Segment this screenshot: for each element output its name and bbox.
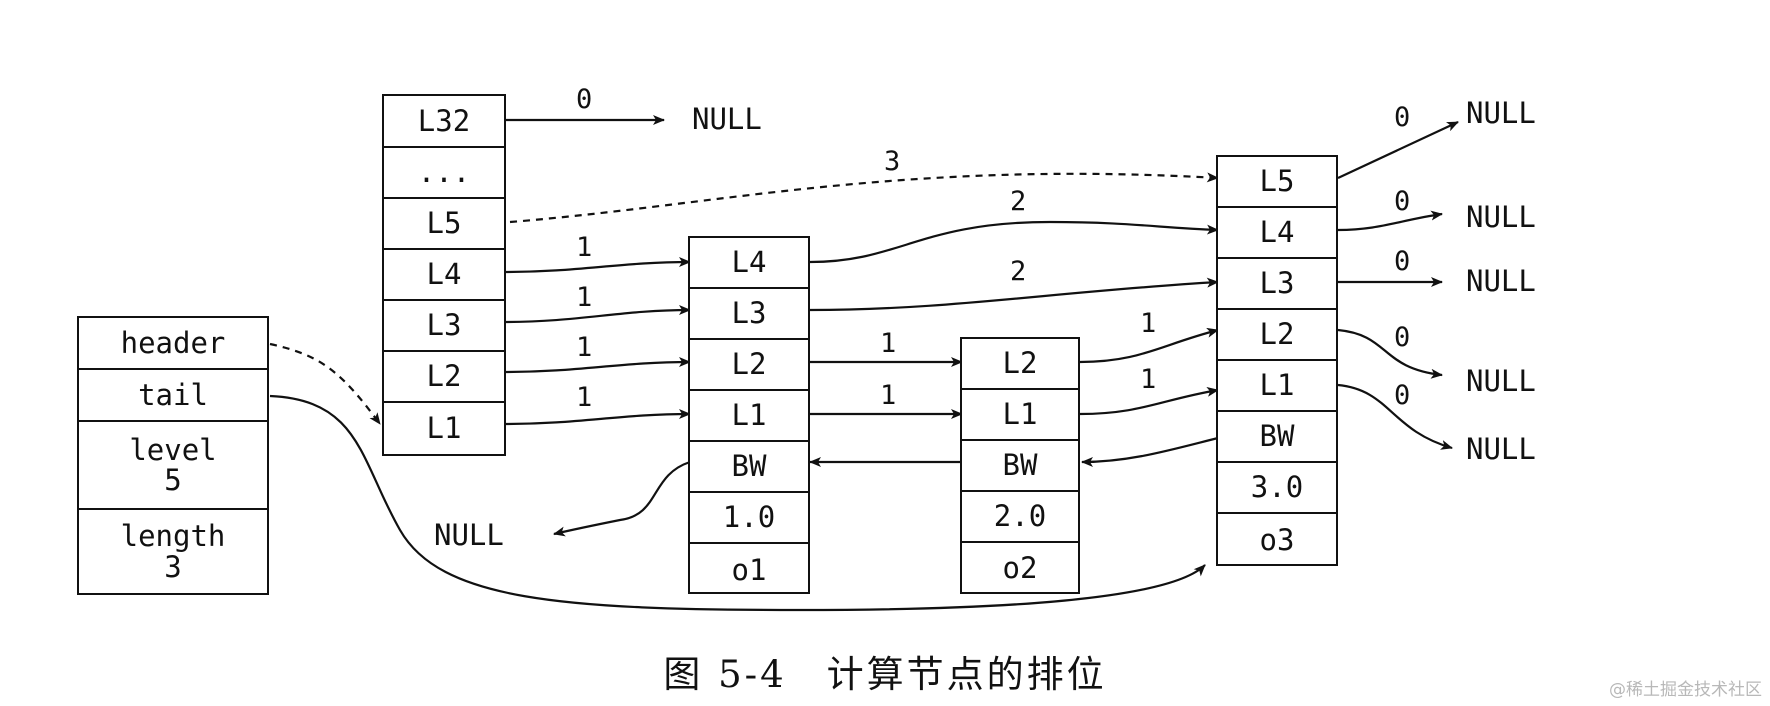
null-label-node3-l5: NULL <box>1466 96 1536 130</box>
null-label-node3-l4: NULL <box>1466 200 1536 234</box>
figure-caption: 图 5-4 计算节点的排位 <box>663 653 1107 696</box>
header-level-l5: L5 <box>384 199 504 250</box>
span-node3-l3: 0 <box>1394 246 1411 277</box>
span-header-l1: 1 <box>576 382 593 413</box>
field-tail-label: tail <box>138 377 208 412</box>
arrow-header-l1 <box>503 409 691 426</box>
node3-obj: o3 <box>1259 522 1295 557</box>
arrow-header-l3 <box>503 305 691 324</box>
header-level-l3: L3 <box>384 301 504 352</box>
span-node3-l5: 0 <box>1394 102 1411 133</box>
span-header-l32: 0 <box>576 84 593 115</box>
arrow-node1-bw <box>553 460 691 537</box>
node1-score: 1.0 <box>690 493 808 544</box>
arrow-header-l4 <box>503 257 691 274</box>
node1-level-l2: L2 <box>690 340 808 391</box>
span-node2-l1: 1 <box>1140 364 1157 395</box>
arrow-node3-l1 <box>1337 383 1453 450</box>
span-node3-l2: 0 <box>1394 322 1411 353</box>
arrow-header-l2 <box>503 357 691 374</box>
node-1: L4 L3 L2 L1 BW 1.0 o1 <box>688 236 810 594</box>
watermark: @稀土掘金技术社区 <box>1609 680 1762 700</box>
node1-level-l1: L1 <box>690 391 808 442</box>
node2-level-l2: L2 <box>962 339 1078 390</box>
null-label-node1-bw: NULL <box>434 518 504 552</box>
node2-score: 2.0 <box>962 492 1078 543</box>
node3-level-l1: L1 <box>1218 361 1336 412</box>
arrow-list-tail <box>269 394 1206 612</box>
span-header-l4: 1 <box>576 232 593 263</box>
node3-level-l5: L5 <box>1218 157 1336 208</box>
field-level-label: level <box>129 432 217 467</box>
list-struct: header tail level 5 length 3 <box>77 316 269 595</box>
arrow-node3-l5 <box>1337 121 1459 179</box>
field-length: length 3 <box>79 510 267 593</box>
field-length-label: length <box>120 519 226 554</box>
node3-backward: BW <box>1218 412 1336 463</box>
header-level-l32: L32 <box>384 96 504 148</box>
field-level-value: 5 <box>164 463 182 497</box>
span-node1-l4: 2 <box>1010 186 1027 217</box>
header-node: L32 ... L5 L4 L3 L2 L1 <box>382 94 506 456</box>
null-label-node3-l1: NULL <box>1466 432 1536 466</box>
span-header-l3: 1 <box>576 282 593 313</box>
arrow-node3-l2 <box>1337 328 1443 379</box>
node3-score: 3.0 <box>1218 463 1336 514</box>
node1-backward: BW <box>690 442 808 493</box>
field-header-label: header <box>120 325 226 360</box>
field-tail: tail <box>79 370 267 422</box>
span-header-l2: 1 <box>576 332 593 363</box>
node2-backward: BW <box>962 441 1078 492</box>
field-header: header <box>79 318 267 370</box>
node1-obj: o1 <box>731 552 767 587</box>
header-level-l1: L1 <box>426 411 462 446</box>
header-level-l2: L2 <box>384 352 504 403</box>
span-node1-l1: 1 <box>880 380 897 411</box>
node-3: L5 L4 L3 L2 L1 BW 3.0 o3 <box>1216 155 1338 566</box>
node1-level-l4: L4 <box>690 238 808 289</box>
span-header-l5: 3 <box>884 146 901 177</box>
arrow-node2-l2 <box>1079 327 1219 364</box>
header-level-l4: L4 <box>384 250 504 301</box>
null-label-node3-l3: NULL <box>1466 264 1536 298</box>
span-node2-l2: 1 <box>1140 308 1157 339</box>
field-length-value: 3 <box>164 549 182 584</box>
node-2: L2 L1 BW 2.0 o2 <box>960 337 1080 594</box>
null-label-header-l32: NULL <box>692 102 762 136</box>
arrow-header-l5 <box>509 172 1219 224</box>
arrow-node3-bw <box>1081 436 1219 467</box>
arrow-node2-l1 <box>1079 386 1219 416</box>
span-node3-l4: 0 <box>1394 186 1411 217</box>
arrow-list-header <box>269 342 381 425</box>
null-label-node3-l2: NULL <box>1466 364 1536 398</box>
header-level-ellipsis: ... <box>384 148 504 199</box>
span-node1-l3: 2 <box>1010 256 1027 287</box>
arrow-node1-l3 <box>809 277 1219 312</box>
arrow-node1-l4 <box>809 220 1219 264</box>
node3-level-l4: L4 <box>1218 208 1336 259</box>
field-level: level 5 <box>79 422 267 510</box>
span-node3-l1: 0 <box>1394 380 1411 411</box>
node1-level-l3: L3 <box>690 289 808 340</box>
node3-level-l3: L3 <box>1218 259 1336 310</box>
arrow-node3-l4 <box>1337 210 1443 232</box>
node2-obj: o2 <box>1002 551 1038 586</box>
node2-level-l1: L1 <box>962 390 1078 441</box>
node3-level-l2: L2 <box>1218 310 1336 361</box>
span-node1-l2: 1 <box>880 328 897 359</box>
